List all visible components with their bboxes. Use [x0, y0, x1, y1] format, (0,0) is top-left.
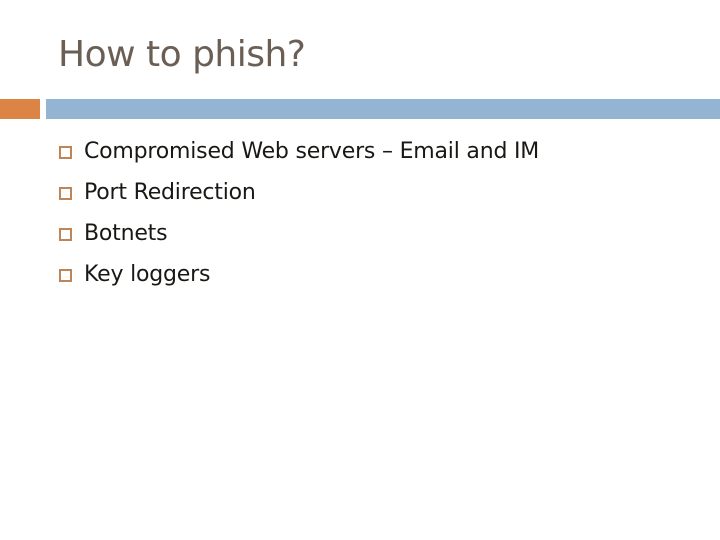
bullet-square-icon	[59, 145, 72, 159]
accent-orange-bar	[0, 99, 40, 119]
slide-title: How to phish?	[58, 34, 306, 75]
bullet-list: Compromised Web servers – Email and IM P…	[59, 131, 539, 295]
bullet-text: Key loggers	[84, 261, 211, 287]
list-item: Botnets	[59, 213, 539, 254]
header-blue-bar	[46, 99, 720, 119]
list-item: Compromised Web servers – Email and IM	[59, 131, 539, 172]
bullet-text: Compromised Web servers – Email and IM	[84, 138, 540, 164]
bullet-square-icon	[59, 227, 72, 241]
bullet-text: Port Redirection	[84, 179, 256, 205]
bullet-text: Botnets	[84, 220, 168, 246]
bullet-square-icon	[59, 186, 72, 200]
bullet-square-icon	[59, 268, 72, 282]
list-item: Key loggers	[59, 254, 539, 295]
list-item: Port Redirection	[59, 172, 539, 213]
header-band	[0, 99, 720, 119]
